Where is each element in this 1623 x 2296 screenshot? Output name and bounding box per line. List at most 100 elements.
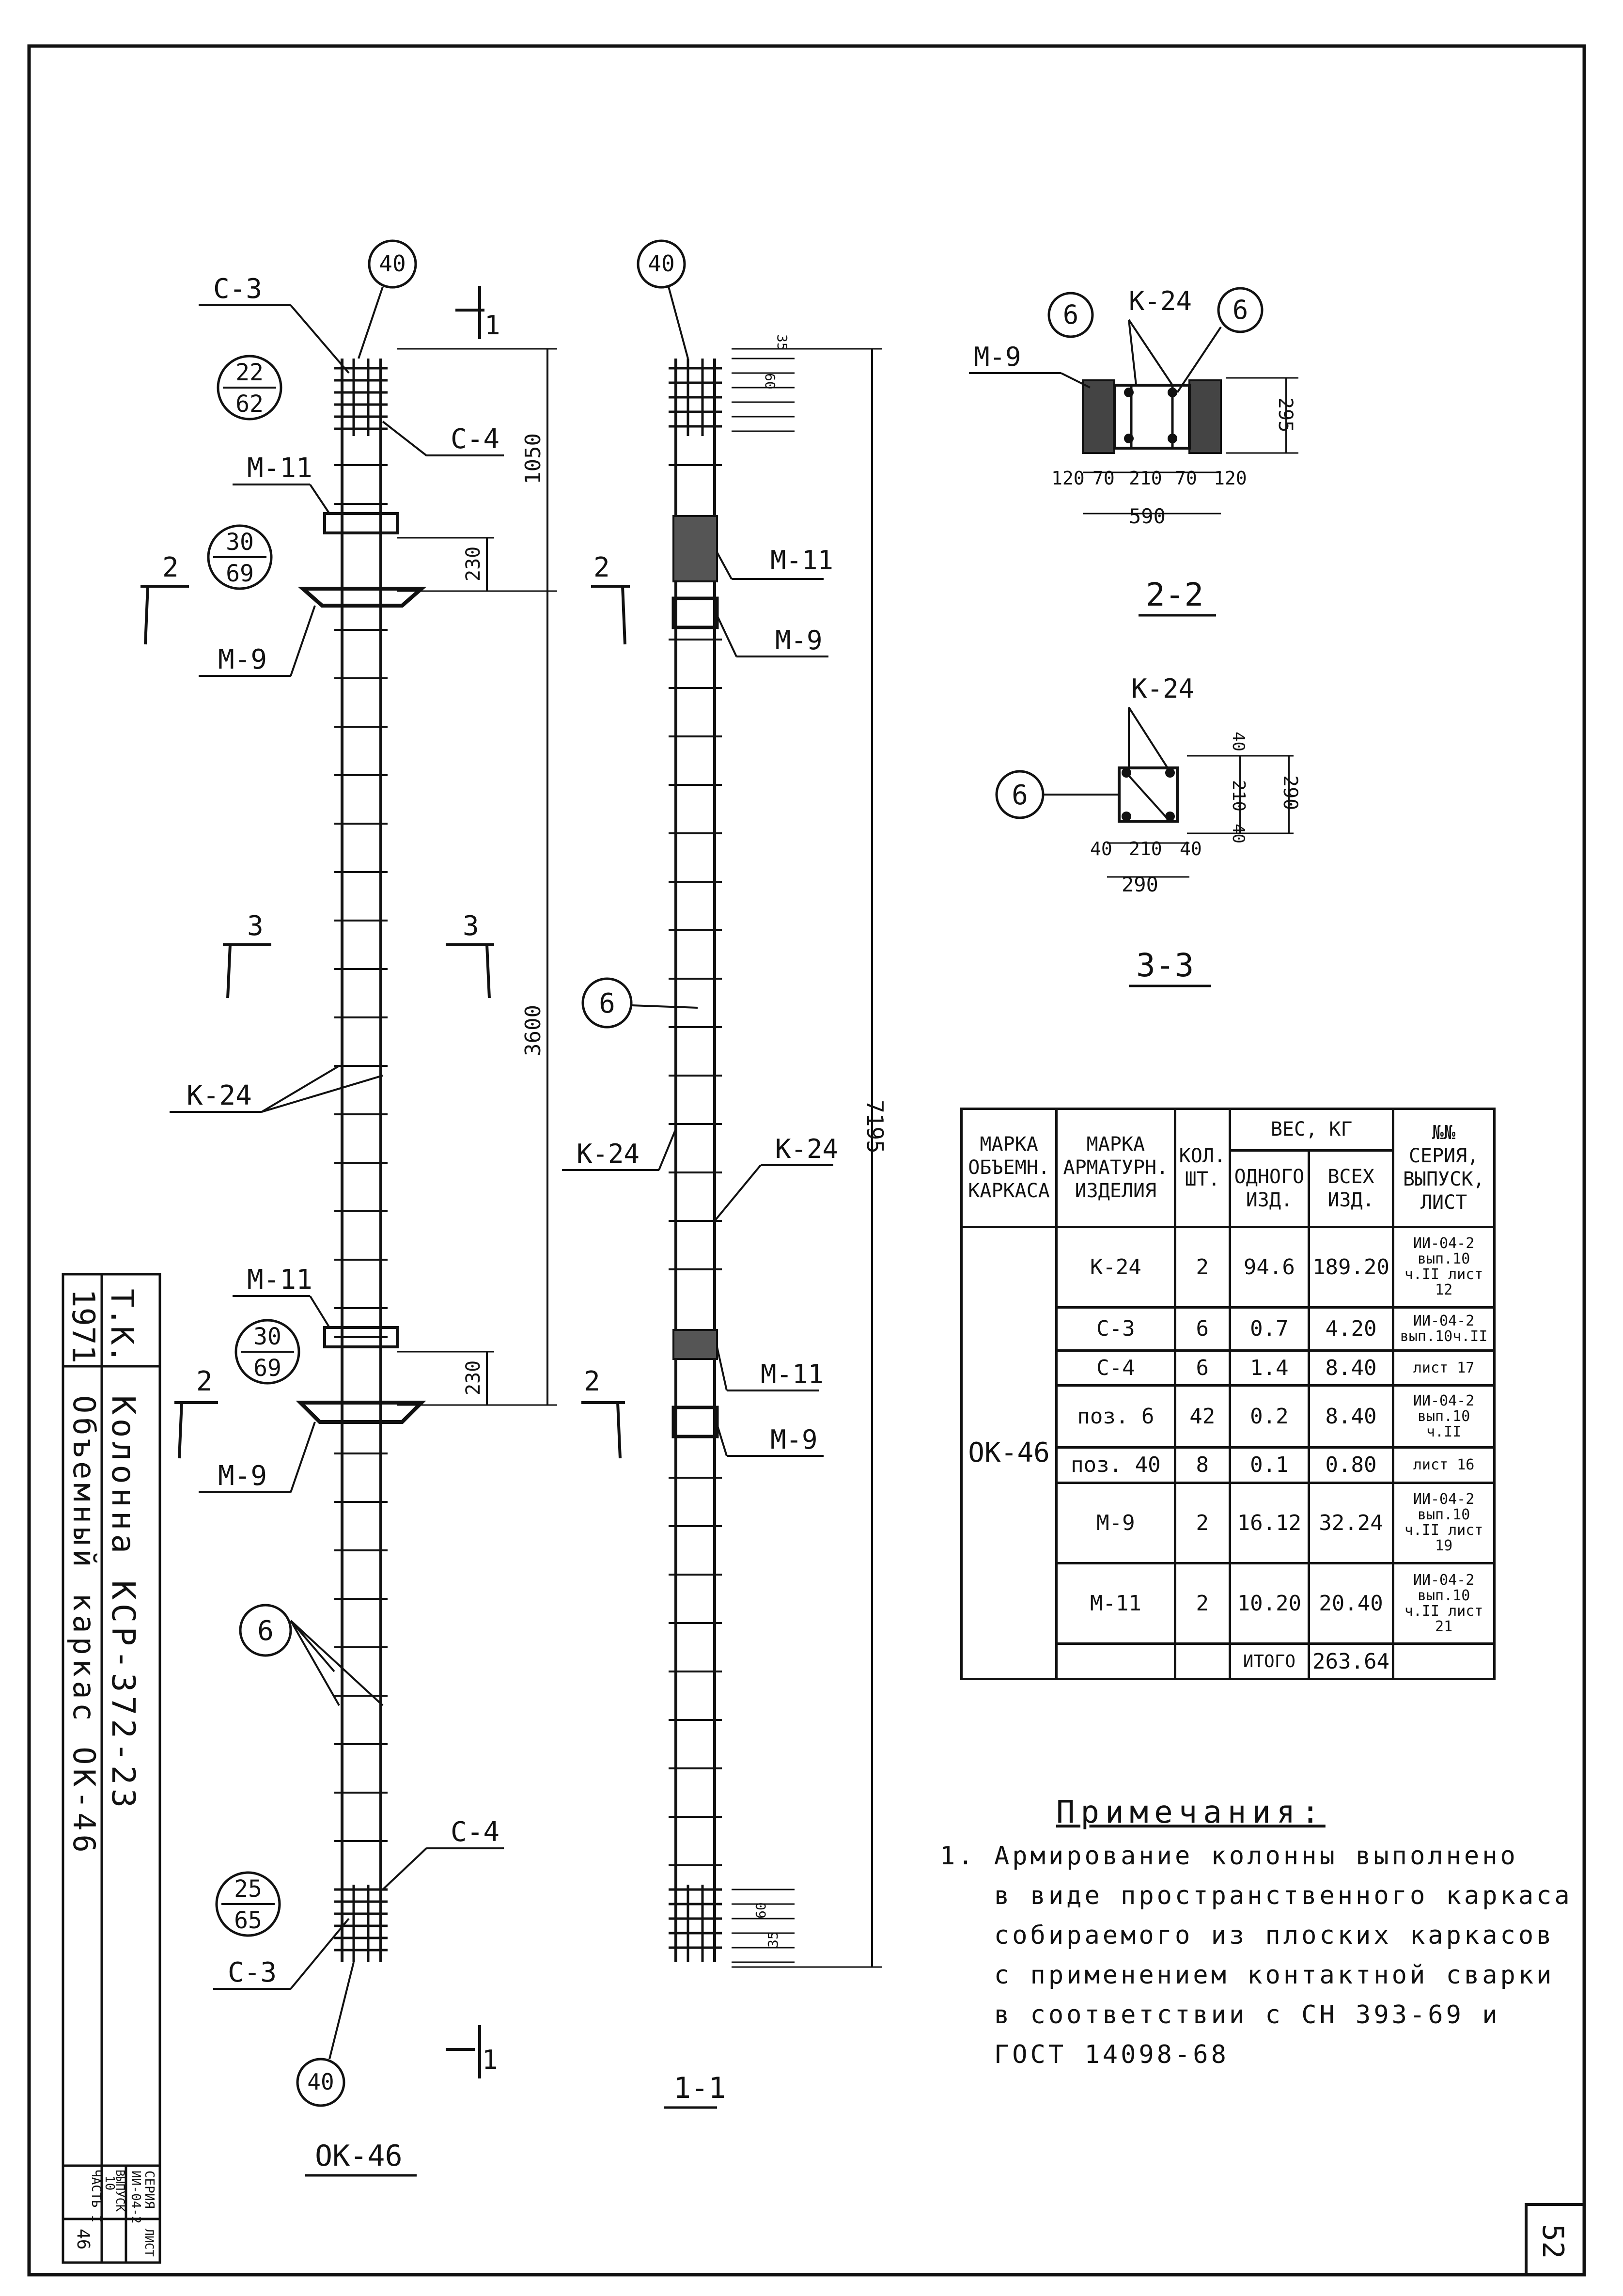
bottom-mesh-1-1 — [669, 1885, 722, 1962]
section-mark-3-right: 3 — [463, 910, 479, 942]
fraction-num: 30 — [253, 1323, 281, 1350]
pos-40-1-1: 40 — [648, 250, 674, 277]
cell-mark: К-24 — [1055, 1225, 1176, 1309]
section-mark-1-top: 1 — [484, 310, 500, 341]
dim-22-70-right: 70 — [1175, 468, 1197, 489]
callout-m11-1-1-top: М-11 — [770, 545, 833, 576]
dim-35-bottom: 35 — [765, 1931, 781, 1948]
notes-text: 1. Армирование колонны выполнено в виде … — [940, 1842, 1573, 2069]
title-project: Колонна КСР-372-23 — [105, 1395, 142, 1812]
fraction-num: 22 — [235, 359, 264, 386]
callout-k24-1-1-right: К-24 — [775, 1134, 838, 1164]
cell-ref: ИИ-04-2 вып.10 ч.II лист 12 — [1392, 1225, 1496, 1309]
header-item-mark: МАРКА АРМАТУРН. ИЗДЕЛИЯ — [1055, 1108, 1176, 1228]
m9-bracket-top — [297, 587, 427, 608]
dim-33-40-top: 40 — [1229, 732, 1248, 751]
pos-40-bottom: 40 — [307, 2069, 334, 2095]
title-year: 1971 — [65, 1289, 101, 1363]
header-weight-one: ОДНОГО ИЗД. — [1229, 1149, 1310, 1228]
m9-bracket-bottom — [296, 1401, 426, 1424]
dim-35-top: 35 — [774, 334, 790, 351]
cell-ref: ИИ-04-2 вып.10 ч.II лист 21 — [1392, 1562, 1496, 1645]
cell-mark: поз. 6 — [1055, 1384, 1176, 1449]
frame-mark-cell: ОК-46 — [960, 1225, 1058, 1681]
cell-weight-one: 0.1 — [1229, 1446, 1310, 1484]
sheet-number: 52 — [1536, 2224, 1570, 2259]
view-title-ok46: ОК-46 — [315, 2139, 403, 2173]
dim-22-295: 295 — [1274, 397, 1296, 432]
table-row: ОК-46 К-24 2 94.6 189.20 ИИ-04-2 вып.10 … — [960, 1225, 1496, 1681]
sheet-number-box — [1525, 2203, 1586, 2276]
pos-6-1-1: 6 — [599, 988, 615, 1019]
cell-ref: лист 16 — [1392, 1446, 1496, 1484]
title-issue: 10 — [102, 2175, 117, 2190]
fraction-30-69-top: 30 69 — [207, 524, 273, 590]
header-frame-mark: МАРКА ОБЪЕМН. КАРКАСА — [960, 1108, 1058, 1228]
cell-weight-one: 16.12 — [1229, 1481, 1310, 1564]
top-mesh — [334, 359, 388, 436]
callout-m11-top: М-11 — [247, 453, 312, 484]
total-label: ИТОГО — [1229, 1642, 1310, 1680]
table-total-row: ИТОГО 263.64 — [962, 1642, 1496, 1680]
cell-weight-one: 0.2 — [1229, 1384, 1310, 1449]
section-mark-2-right-top: 2 — [593, 552, 610, 583]
dim-22-210: 210 — [1129, 468, 1162, 489]
callout-s3-bottom: С-3 — [228, 1957, 277, 1988]
callout-m9-2-2: М-9 — [974, 342, 1021, 372]
fraction-den: 69 — [253, 1355, 281, 1382]
cell-empty — [1055, 1642, 1176, 1680]
dim-33-40-right: 40 — [1180, 838, 1202, 859]
dim-1050: 1050 — [521, 433, 546, 484]
mesh-dims-bottom — [732, 1889, 795, 1963]
section-view-2-2: 6 6 К-24 М-9 120 70 210 70 120 590 295 2… — [969, 286, 1298, 617]
pos-6-2-2-left: 6 — [1063, 299, 1079, 330]
cell-weight-one: 10.20 — [1229, 1562, 1310, 1645]
cell-ref: ИИ-04-2 вып.10ч.II — [1392, 1306, 1496, 1352]
section-view-1-1: 7195 35 60 35 60 40 6 М-11 М-9 К-24 К-24 — [562, 239, 888, 2109]
fraction-num: 30 — [226, 529, 254, 556]
sheet-border — [27, 44, 1586, 2277]
header-weight: ВЕС, КГ — [1229, 1108, 1395, 1152]
table-row: М-11 2 10.20 20.40 ИИ-04-2 вып.10 ч.II л… — [962, 1562, 1496, 1645]
callout-m9-bottom: М-9 — [218, 1460, 267, 1492]
header-qty: КОЛ. ШТ. — [1173, 1108, 1232, 1228]
fraction-den: 69 — [226, 560, 254, 587]
dim-33-290-v: 290 — [1279, 775, 1301, 810]
cell-weight-one: 0.7 — [1229, 1306, 1310, 1352]
top-mesh-1-1 — [669, 359, 722, 436]
dim-33-290: 290 — [1122, 873, 1158, 896]
pos-6-3-3: 6 — [1012, 780, 1028, 811]
callout-m9-1-1-bottom: М-9 — [770, 1424, 818, 1455]
callout-s4-top: С-4 — [451, 423, 499, 455]
dim-22-120-left: 120 — [1051, 468, 1085, 489]
cell-qty: 6 — [1173, 1306, 1232, 1352]
fraction-25-65: 25 65 — [215, 1871, 281, 1937]
cell-ref: лист 17 — [1392, 1349, 1496, 1387]
notes-title: Примечания: — [1056, 1795, 1326, 1830]
dim-230-top: 230 — [462, 547, 484, 581]
header-weight-all: ВСЕХ ИЗД. — [1307, 1149, 1395, 1228]
m11-plate-bottom — [323, 1326, 399, 1348]
title-issue-label: ВЫПУСК — [113, 2170, 127, 2212]
dim-33-40-bottom: 40 — [1229, 824, 1248, 843]
title-block-lines — [62, 1273, 161, 2264]
dim-7195: 7195 — [862, 1100, 888, 1154]
title-sheet: 46 — [73, 2229, 93, 2249]
cell-qty: 8 — [1173, 1446, 1232, 1484]
m11-plate-top — [323, 512, 399, 534]
m9-block-top — [671, 596, 719, 629]
dim-33-210: 210 — [1129, 838, 1162, 859]
callout-k24-main: К-24 — [187, 1080, 252, 1111]
pos-40-top: 40 — [379, 250, 406, 277]
header-ref: №№ СЕРИЯ, ВЫПУСК, ЛИСТ — [1392, 1108, 1496, 1228]
section-mark-1-bottom: 1 — [482, 2045, 498, 2075]
cell-weight-one: 94.6 — [1229, 1225, 1310, 1309]
cell-mark: М-9 — [1055, 1481, 1176, 1564]
stirrups-main — [334, 464, 388, 1842]
cell-weight-all: 32.24 — [1307, 1481, 1395, 1564]
dim-22-590: 590 — [1129, 504, 1166, 528]
m11-hatch-top — [672, 515, 718, 582]
table-row: М-9 2 16.12 32.24 ИИ-04-2 вып.10 ч.II ли… — [962, 1481, 1496, 1564]
cell-weight-one: 1.4 — [1229, 1349, 1310, 1387]
